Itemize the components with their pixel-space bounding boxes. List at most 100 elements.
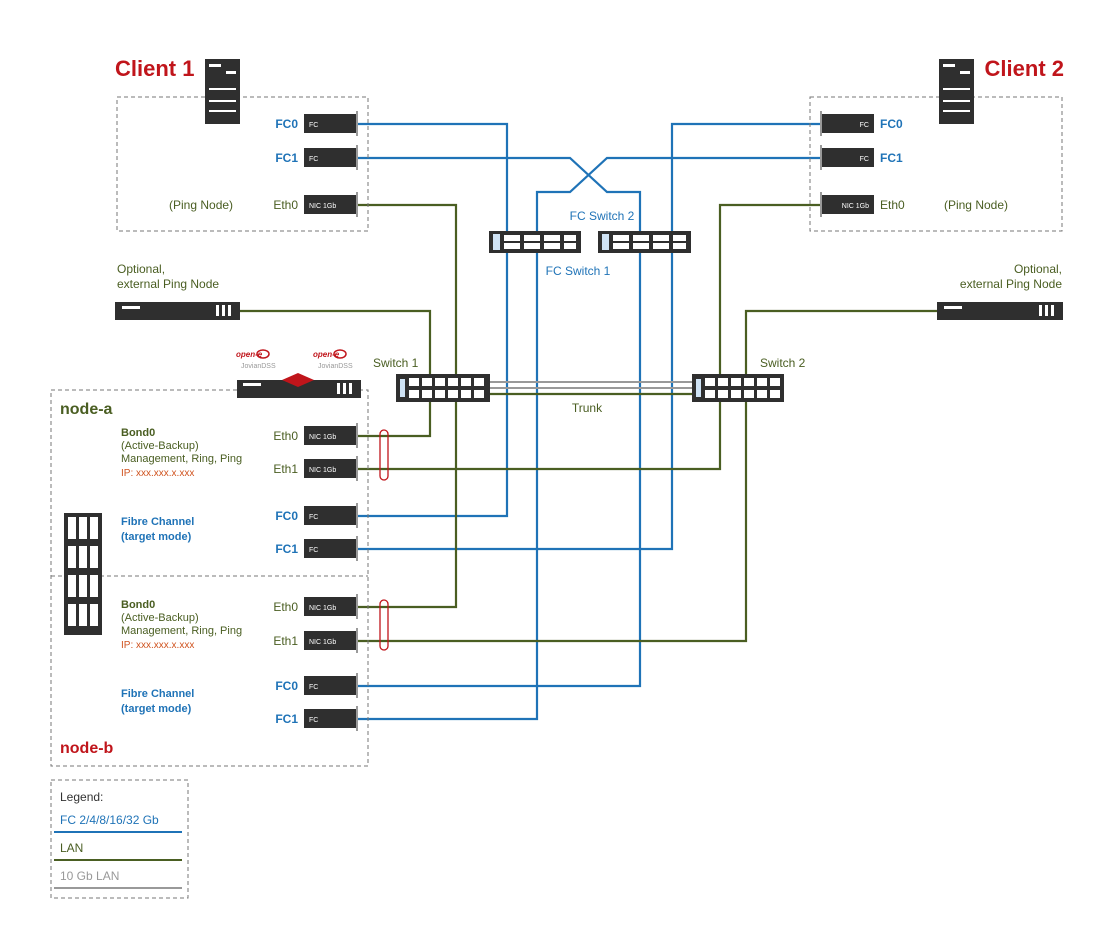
lan-link-client2-eth0 — [718, 203, 822, 374]
client1-box — [116, 96, 369, 232]
card-label: NIC 1Gb — [309, 639, 336, 646]
fc-switch-2-label: FC Switch 2 — [570, 209, 635, 223]
client1-server-icon — [205, 59, 240, 124]
switch-2-label: Switch 2 — [760, 356, 806, 370]
node-a-eth0-card: NIC 1Gb — [304, 423, 358, 448]
node-a-fc1-label: FC1 — [275, 542, 298, 556]
lan-link-client1-eth0 — [356, 203, 458, 374]
client2-title: Client 2 — [985, 56, 1064, 81]
node-b-title: node-b — [60, 740, 114, 757]
lan-links — [240, 203, 937, 643]
card-label: NIC 1Gb — [309, 605, 336, 612]
fc-link-client1-fc1 — [356, 156, 642, 688]
fc-switch-1-label: FC Switch 1 — [546, 264, 611, 278]
node-b-fc0-label: FC0 — [275, 679, 298, 693]
client1-fc0-label: FC0 — [275, 117, 298, 131]
node-b-bond-use: Management, Ring, Ping — [121, 625, 242, 637]
lan-link-node-b-eth1 — [356, 402, 748, 643]
switch-1-label: Switch 1 — [373, 356, 419, 370]
lan-link-node-a-eth1 — [356, 402, 722, 471]
client2-nic-card: NIC 1Gb — [820, 192, 874, 217]
fc-link-client1-fc0 — [356, 122, 509, 518]
node-a-ip: IP: xxx.xxx.x.xxx — [121, 468, 194, 479]
fc-links — [356, 122, 822, 721]
node-a-bond-bracket-icon — [379, 429, 389, 481]
node-b-fc-mode: (target mode) — [121, 703, 192, 715]
joviandss-appliance-icon — [237, 373, 361, 398]
client2-box — [809, 96, 1063, 232]
client2-ping-label: (Ping Node) — [944, 198, 1008, 212]
ext-ping-right-line2: external Ping Node — [960, 277, 1062, 291]
client1-fc1-card: FC — [304, 145, 358, 170]
node-a-bond-mode: (Active-Backup) — [121, 440, 199, 452]
legend-title: Legend: — [60, 790, 103, 804]
card-label: FC — [309, 122, 318, 129]
client2-fc0-card: FC — [820, 111, 874, 136]
lan-link-ext-ping-left — [240, 309, 432, 374]
open-e-logo-left: open-e JovianDSS — [236, 349, 276, 370]
card-label: FC — [860, 156, 869, 163]
card-label: NIC 1Gb — [309, 467, 336, 474]
client2-fc0-label: FC0 — [880, 117, 903, 131]
legend-fc-label: FC 2/4/8/16/32 Gb — [60, 813, 159, 827]
card-label: NIC 1Gb — [842, 203, 869, 210]
node-a-eth0-label: Eth0 — [273, 429, 298, 443]
card-label: FC — [309, 547, 318, 554]
lan-link-node-b-eth0 — [356, 402, 458, 609]
node-b-ip: IP: xxx.xxx.x.xxx — [121, 640, 194, 651]
logo-product: JovianDSS — [241, 363, 276, 370]
client1-title: Client 1 — [115, 56, 194, 81]
legend-box — [50, 779, 189, 899]
ext-ping-left-line1: Optional, — [117, 262, 165, 276]
node-a-fc0-card: FC — [304, 503, 358, 528]
legend-ten-label: 10 Gb LAN — [60, 869, 119, 883]
switch-2-icon — [692, 374, 784, 402]
node-a-eth1-label: Eth1 — [273, 462, 298, 476]
node-a-eth1-card: NIC 1Gb — [304, 456, 358, 481]
legend-lan-label: LAN — [60, 841, 83, 855]
node-b-eth1-label: Eth1 — [273, 634, 298, 648]
logo-brand: open-e — [236, 350, 263, 359]
lan-link-node-a-eth0 — [356, 402, 432, 438]
node-a-bond-use: Management, Ring, Ping — [121, 453, 242, 465]
node-a-fc-title: Fibre Channel — [121, 516, 194, 528]
node-a-fc-mode: (target mode) — [121, 531, 192, 543]
card-label: FC — [309, 717, 318, 724]
fc-switch-1-icon — [489, 231, 581, 253]
client2-server-icon — [939, 59, 974, 124]
storage-enclosure-icon — [64, 513, 102, 635]
client2-eth0-label: Eth0 — [880, 198, 905, 212]
logo-brand: open-e — [313, 350, 340, 359]
lan-link-ext-ping-right — [744, 309, 937, 374]
client2-fc1-card: FC — [820, 145, 874, 170]
node-a-fc1-card: FC — [304, 536, 358, 561]
client1-fc1-label: FC1 — [275, 151, 298, 165]
node-b-bond: Bond0 — [121, 599, 155, 611]
switch-1-icon — [396, 374, 490, 402]
card-label: FC — [860, 122, 869, 129]
card-label: FC — [309, 514, 318, 521]
node-b-fc1-label: FC1 — [275, 712, 298, 726]
node-b-eth0-label: Eth0 — [273, 600, 298, 614]
fc-switch-2-icon — [598, 231, 691, 253]
trunk-label: Trunk — [572, 401, 603, 415]
logo-product: JovianDSS — [318, 363, 353, 370]
cluster-box — [50, 389, 369, 767]
node-a-fc0-label: FC0 — [275, 509, 298, 523]
client1-fc0-card: FC — [304, 111, 358, 136]
node-b-fc0-card: FC — [304, 673, 358, 698]
client1-ping-label: (Ping Node) — [169, 198, 233, 212]
ext-ping-left-server-icon — [115, 302, 240, 320]
card-label: FC — [309, 684, 318, 691]
client1-eth0-label: Eth0 — [273, 198, 298, 212]
client2-fc1-label: FC1 — [880, 151, 903, 165]
trunk-links — [490, 381, 692, 396]
node-b-bond-bracket-icon — [379, 599, 389, 651]
node-a-bond: Bond0 — [121, 427, 155, 439]
card-label: FC — [309, 156, 318, 163]
ext-ping-left-line2: external Ping Node — [117, 277, 219, 291]
client1-nic-card: NIC 1Gb — [304, 192, 358, 217]
open-e-logo-right: open-e JovianDSS — [313, 349, 353, 370]
fc-link-client2-fc1 — [356, 156, 822, 721]
card-label: NIC 1Gb — [309, 434, 336, 441]
